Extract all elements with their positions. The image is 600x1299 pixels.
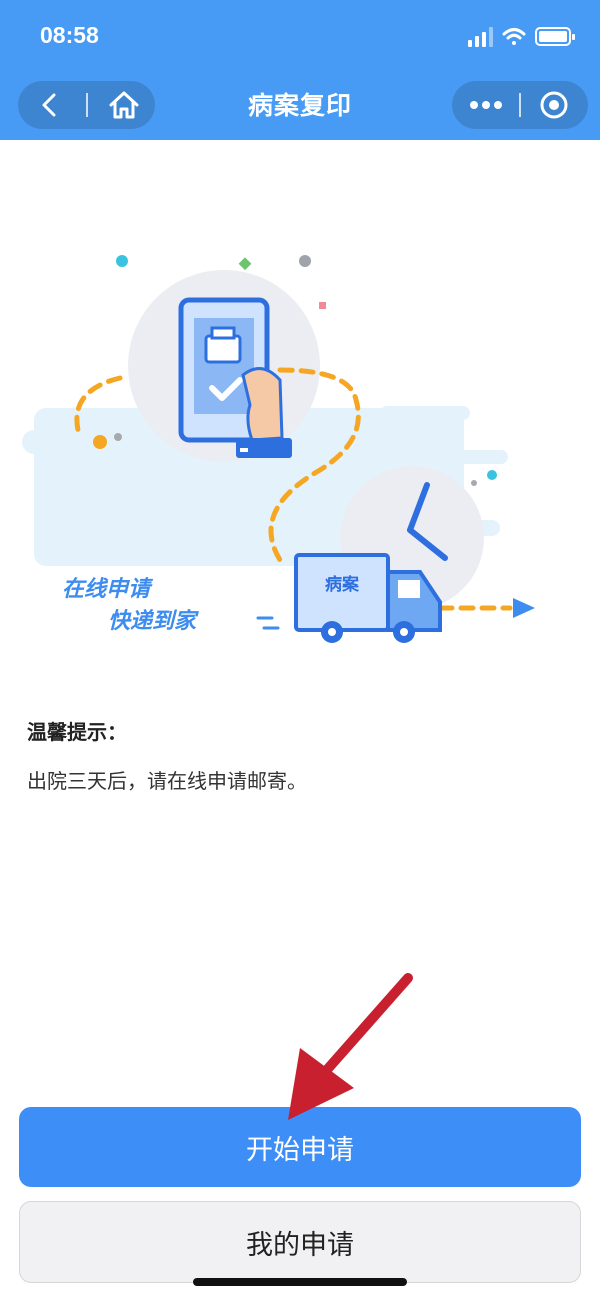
- phone-icon: [178, 297, 270, 443]
- tips-title: 温馨提示：: [27, 720, 127, 744]
- sparkle-dot: [116, 255, 128, 267]
- sparkle-square: [319, 302, 326, 309]
- slogan-line-2: 快递到家: [108, 608, 199, 634]
- nav-capsule-left: [18, 81, 155, 129]
- chevron-left-icon: [42, 93, 56, 117]
- more-dots-icon: [470, 101, 502, 109]
- tips-text: 出院三天后，请在线申请邮寄。: [27, 769, 307, 793]
- start-application-button[interactable]: 开始申请: [19, 1107, 581, 1187]
- home-indicator: [193, 1278, 407, 1286]
- signal-icon: [468, 27, 493, 47]
- status-time: 08:58: [40, 22, 99, 48]
- back-button[interactable]: [20, 81, 80, 129]
- dashed-route: [74, 367, 513, 611]
- hand-icon: [236, 367, 292, 458]
- sparkle-diamond: [238, 257, 252, 271]
- capsule-divider: [86, 93, 88, 117]
- battery-icon: [535, 27, 575, 46]
- sparkle-dot: [93, 435, 107, 449]
- capsule-divider: [519, 93, 521, 117]
- truck-label: 病案: [325, 574, 360, 595]
- sparkle-dot: [299, 255, 311, 267]
- sparkle-dot: [114, 433, 122, 441]
- more-button[interactable]: [456, 81, 516, 129]
- sparkle-dot: [487, 470, 497, 480]
- close-button[interactable]: [524, 81, 584, 129]
- slogan-line-1: 在线申请: [62, 577, 154, 602]
- hero-illustration: 病案 在线申请 快递到家: [22, 255, 535, 643]
- target-close-icon: [540, 91, 568, 119]
- nav-capsule-right: [452, 81, 588, 129]
- home-icon: [109, 91, 139, 119]
- clock-icon: [407, 482, 448, 561]
- page-title: 病案复印: [247, 91, 352, 120]
- my-applications-button[interactable]: 我的申请: [19, 1201, 581, 1283]
- nav-header: 08:58: [0, 0, 600, 140]
- route-arrow-icon: [513, 598, 535, 618]
- wifi-icon: [502, 28, 526, 45]
- sparkle-dot: [471, 480, 477, 486]
- status-icons: [468, 27, 575, 47]
- home-button[interactable]: [94, 81, 154, 129]
- delivery-truck-icon: 病案: [256, 553, 442, 643]
